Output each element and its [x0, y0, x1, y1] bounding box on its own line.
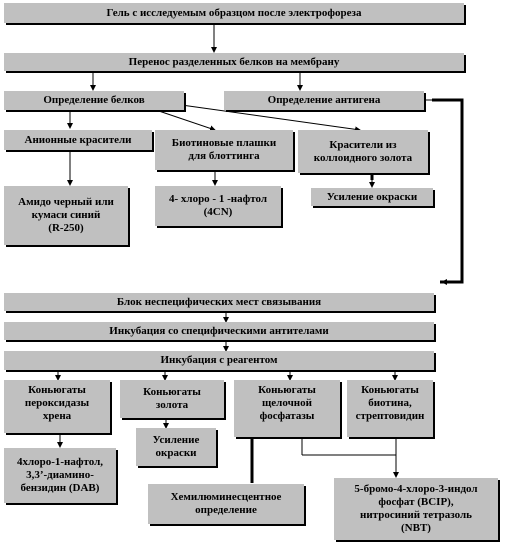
amido-black-box: Амидо черный или кумаси синий (R-250) [4, 186, 128, 245]
antigen-detection-box: Определение антигена [224, 91, 424, 110]
peroxidase-conjugates-box: Коньюгаты пероксидазы хрена [4, 380, 110, 433]
biotin-plates-box: Биотиновые плашки для блоттинга [155, 130, 293, 170]
gold-stain-enhancement-box: Усиление окраски [136, 428, 216, 466]
anionic-dyes-box: Анионные красители [4, 130, 152, 150]
nonspecific-block-box: Блок неспецифических мест связывания [4, 293, 434, 311]
chloronaphthol-box: 4- хлоро - 1 -нафтол (4CN) [155, 186, 281, 226]
gel-sample-box: Гель с исследуемым образцом после электр… [4, 3, 464, 23]
dab-substrate-box: 4хлоро-1-нафтол, 3,3’-диамино- бензидин … [4, 448, 116, 503]
antibody-incubation-box: Инкубация со специфическими антителами [4, 322, 434, 340]
reagent-incubation-box: Инкубация с реагентом [4, 351, 434, 370]
membrane-transfer-box: Перенос разделенных белков на мембрану [4, 53, 464, 71]
bcip-nbt-box: 5-бромо-4-хлоро-3-индол фосфат (BCIP), н… [334, 478, 498, 540]
stain-enhancement-box: Усиление окраски [311, 188, 433, 206]
colloidal-gold-dyes-box: Красители из коллоидного золота [298, 130, 428, 173]
protein-detection-box: Определение белков [4, 91, 184, 110]
biotin-streptavidin-box: Коньюгаты биотина, стрептовидин [347, 380, 433, 437]
chemiluminescence-box: Хемилюминесцентное определение [148, 484, 304, 524]
gold-conjugates-box: Коньюгаты золота [120, 380, 224, 418]
alkaline-phosphatase-conjugates-box: Коньюгаты щелочной фосфатазы [234, 380, 340, 437]
